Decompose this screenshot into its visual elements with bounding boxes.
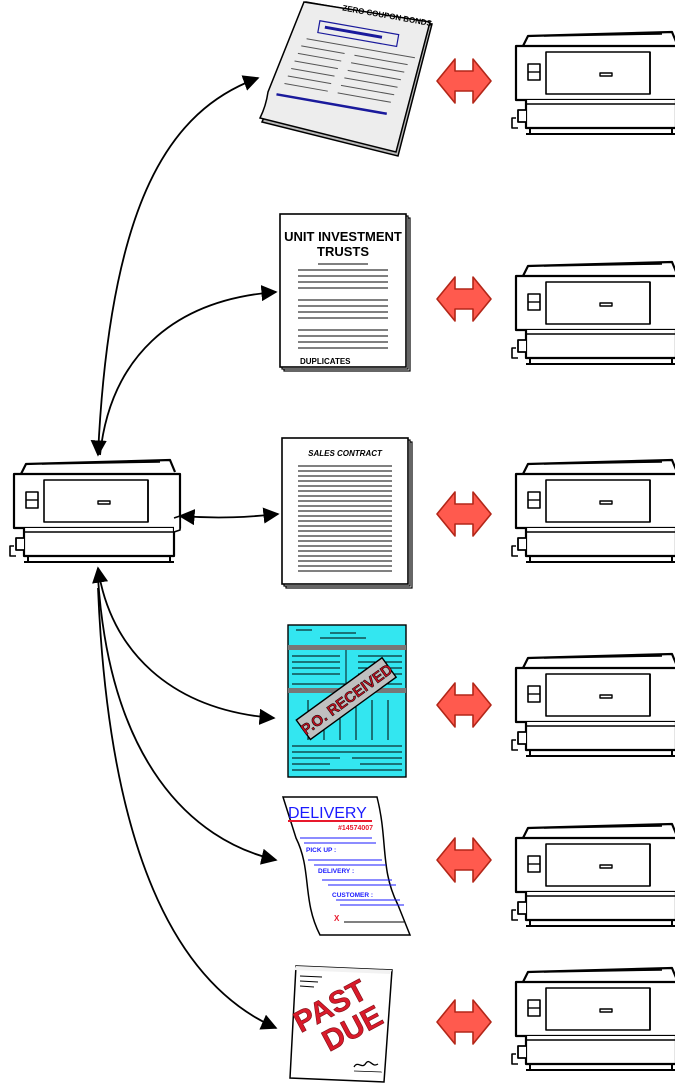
arrow-to-unit-trusts (99, 285, 278, 456)
arrow-to-delivery (97, 577, 278, 865)
past-due-document: PAST DUE (288, 965, 393, 1083)
printer-row-3 (510, 458, 675, 564)
unit-trusts-title-line2: TRUSTS (317, 244, 369, 259)
sales-contract-body-lines (298, 465, 392, 572)
unit-trusts-footer: DUPLICATES (300, 357, 351, 366)
delivery-signature-mark: X (334, 914, 340, 923)
printer-row-1 (510, 30, 675, 136)
delivery-document: DELIVERY #14574007 PICK UP : DELIVERY : … (281, 796, 412, 936)
delivery-number: #14574007 (338, 825, 373, 832)
delivery-delivery-label: DELIVERY : (318, 868, 354, 875)
po-received-document: P.O. RECEIVED (287, 624, 407, 778)
unit-trusts-title-line1: UNIT INVESTMENT (284, 229, 402, 244)
printer-row-5 (510, 822, 675, 928)
double-arrow-5 (436, 837, 492, 883)
double-arrow-3 (436, 491, 492, 537)
printer-row-4 (510, 652, 675, 758)
printer-row-2 (510, 260, 675, 366)
printer-row-6 (510, 966, 675, 1072)
double-arrow-1 (436, 58, 492, 104)
arrow-to-po-received (92, 566, 276, 725)
double-arrow-6 (436, 999, 492, 1045)
arrow-to-zero-coupon (90, 75, 260, 457)
sales-contract-document: SALES CONTRACT (281, 437, 413, 589)
double-arrow-4 (436, 682, 492, 728)
delivery-pickup-label: PICK UP : (306, 847, 336, 854)
sales-contract-title: SALES CONTRACT (308, 449, 383, 458)
delivery-title: DELIVERY (288, 805, 367, 822)
past-due-signature (353, 1060, 379, 1068)
zero-coupon-bonds-document: ZERO COUPON BONDS (258, 1, 433, 157)
connector-arrows (90, 75, 280, 1030)
central-printer (8, 458, 182, 564)
double-arrow-2 (436, 276, 492, 322)
arrow-to-past-due (97, 587, 278, 1030)
delivery-customer-label: CUSTOMER : (332, 892, 373, 899)
unit-investment-trusts-document: UNIT INVESTMENT TRUSTS DUPLICATES (279, 213, 411, 372)
arrow-to-sales-contract (178, 507, 280, 526)
